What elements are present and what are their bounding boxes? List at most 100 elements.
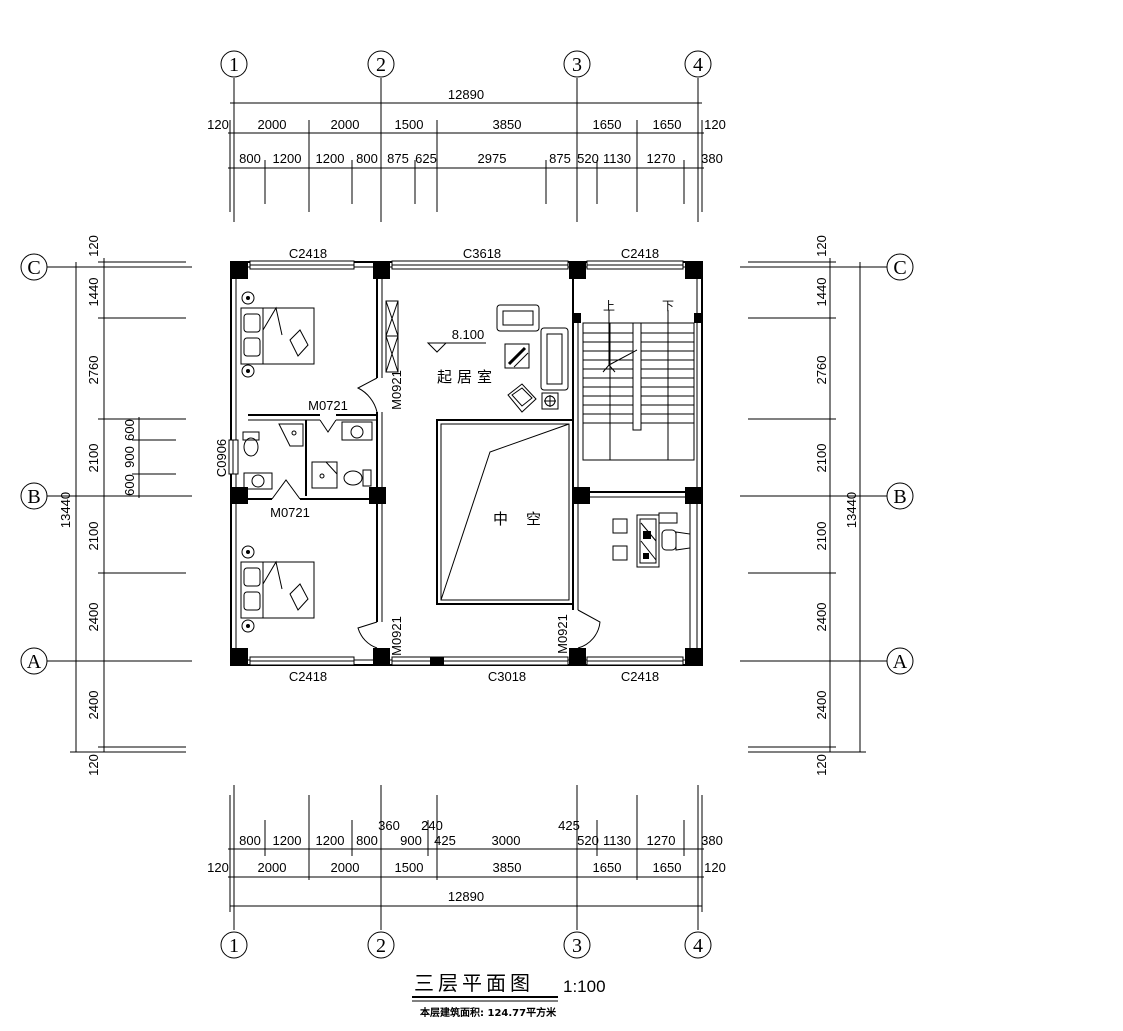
svg-text:425: 425: [434, 833, 456, 848]
left-dimensions: C B A 120 1440 2760 2100 2100 2400 2400 …: [20, 235, 192, 776]
svg-text:C: C: [27, 257, 40, 279]
svg-text:2000: 2000: [331, 117, 360, 132]
window-bottom-right: [586, 656, 684, 666]
svg-text:625: 625: [415, 151, 437, 166]
svg-text:600: 600: [122, 474, 137, 496]
axis-c-left: C: [20, 253, 48, 281]
svg-text:2400: 2400: [814, 691, 829, 720]
bottom-dimensions: 360 240 425 800 1200 1200 800 900 425 30…: [207, 785, 726, 959]
svg-text:A: A: [893, 651, 908, 673]
svg-text:520: 520: [577, 833, 599, 848]
axis-a-left: A: [20, 647, 48, 675]
svg-text:3850: 3850: [493, 860, 522, 875]
axis-4-top: 4: [684, 50, 712, 78]
axis-c-right: C: [886, 253, 914, 281]
svg-text:2400: 2400: [814, 603, 829, 632]
svg-text:B: B: [27, 486, 40, 508]
svg-text:2100: 2100: [814, 444, 829, 473]
svg-text:2975: 2975: [478, 151, 507, 166]
door-label: M0921: [555, 614, 570, 654]
svg-text:120: 120: [207, 860, 229, 875]
svg-text:875: 875: [549, 151, 571, 166]
svg-text:2000: 2000: [258, 860, 287, 875]
bathroom-fixtures: [242, 421, 373, 490]
svg-text:600: 600: [122, 419, 137, 441]
building-walls: [228, 260, 703, 666]
axis-1-top: 1: [220, 50, 248, 78]
window-label: C3018: [488, 669, 526, 684]
axis-a-right: A: [886, 647, 914, 675]
svg-text:2100: 2100: [814, 522, 829, 551]
svg-text:1650: 1650: [593, 117, 622, 132]
svg-text:1130: 1130: [603, 833, 631, 848]
svg-text:2760: 2760: [86, 356, 101, 385]
svg-text:120: 120: [207, 117, 229, 132]
svg-text:2000: 2000: [258, 117, 287, 132]
doors: [271, 300, 601, 649]
svg-text:875: 875: [387, 151, 409, 166]
stair-down-label: 下: [662, 299, 674, 313]
window-top-right: [586, 260, 684, 270]
svg-text:800: 800: [239, 833, 261, 848]
window-label: C2418: [289, 246, 327, 261]
living-room-furniture: [426, 304, 569, 413]
svg-text:2100: 2100: [86, 522, 101, 551]
svg-text:2000: 2000: [331, 860, 360, 875]
window-label: C2418: [621, 246, 659, 261]
plan-labels: C2418 C3618 C2418 C2418 C3018 C2418 C090…: [214, 246, 674, 684]
svg-text:900: 900: [122, 446, 137, 468]
svg-text:800: 800: [356, 833, 378, 848]
svg-text:2400: 2400: [86, 603, 101, 632]
svg-text:3850: 3850: [493, 117, 522, 132]
svg-text:4: 4: [693, 935, 703, 957]
svg-text:1200: 1200: [316, 833, 345, 848]
svg-text:1440: 1440: [86, 278, 101, 307]
svg-text:3000: 3000: [492, 833, 521, 848]
svg-text:425: 425: [558, 818, 580, 833]
svg-text:1440: 1440: [814, 278, 829, 307]
svg-text:800: 800: [356, 151, 378, 166]
level-label: 8.100: [452, 327, 485, 342]
svg-text:3: 3: [572, 935, 582, 957]
svg-text:240: 240: [421, 818, 443, 833]
svg-text:1: 1: [229, 935, 239, 957]
axis-1-bottom: 1: [220, 931, 248, 959]
svg-text:1500: 1500: [395, 117, 424, 132]
svg-text:360: 360: [378, 818, 400, 833]
svg-text:120: 120: [86, 754, 101, 776]
door-label: M0921: [389, 370, 404, 410]
living-room-label: 起居室: [437, 368, 497, 386]
window-label: C2418: [621, 669, 659, 684]
drawing-scale: 1:100: [563, 977, 606, 996]
svg-text:2: 2: [376, 54, 386, 76]
bed-lower: [240, 545, 315, 633]
svg-text:1650: 1650: [593, 860, 622, 875]
svg-text:4: 4: [693, 54, 703, 76]
stairs: [582, 310, 695, 461]
window-label: C3618: [463, 246, 501, 261]
window-label: C0906: [214, 439, 229, 477]
svg-text:2100: 2100: [86, 444, 101, 473]
stair-up-label: 上: [603, 299, 615, 313]
svg-text:12890: 12890: [448, 889, 484, 904]
svg-text:120: 120: [704, 117, 726, 132]
svg-text:1500: 1500: [395, 860, 424, 875]
axis-3-top: 3: [563, 50, 591, 78]
svg-text:1650: 1650: [653, 117, 682, 132]
svg-text:2760: 2760: [814, 356, 829, 385]
drawing-title-text: 三层平面图: [414, 971, 534, 995]
svg-text:12890: 12890: [448, 87, 484, 102]
svg-text:1200: 1200: [273, 833, 302, 848]
svg-text:1200: 1200: [273, 151, 302, 166]
axis-b-right: B: [886, 482, 914, 510]
door-label: M0721: [270, 505, 310, 520]
svg-text:1270: 1270: [647, 151, 676, 166]
svg-text:C: C: [893, 257, 906, 279]
svg-text:2: 2: [376, 935, 386, 957]
window-top-left: [249, 260, 355, 270]
svg-text:1130: 1130: [603, 151, 631, 166]
window-left-small: [228, 439, 239, 475]
svg-text:900: 900: [400, 833, 422, 848]
window-label: C2418: [289, 669, 327, 684]
